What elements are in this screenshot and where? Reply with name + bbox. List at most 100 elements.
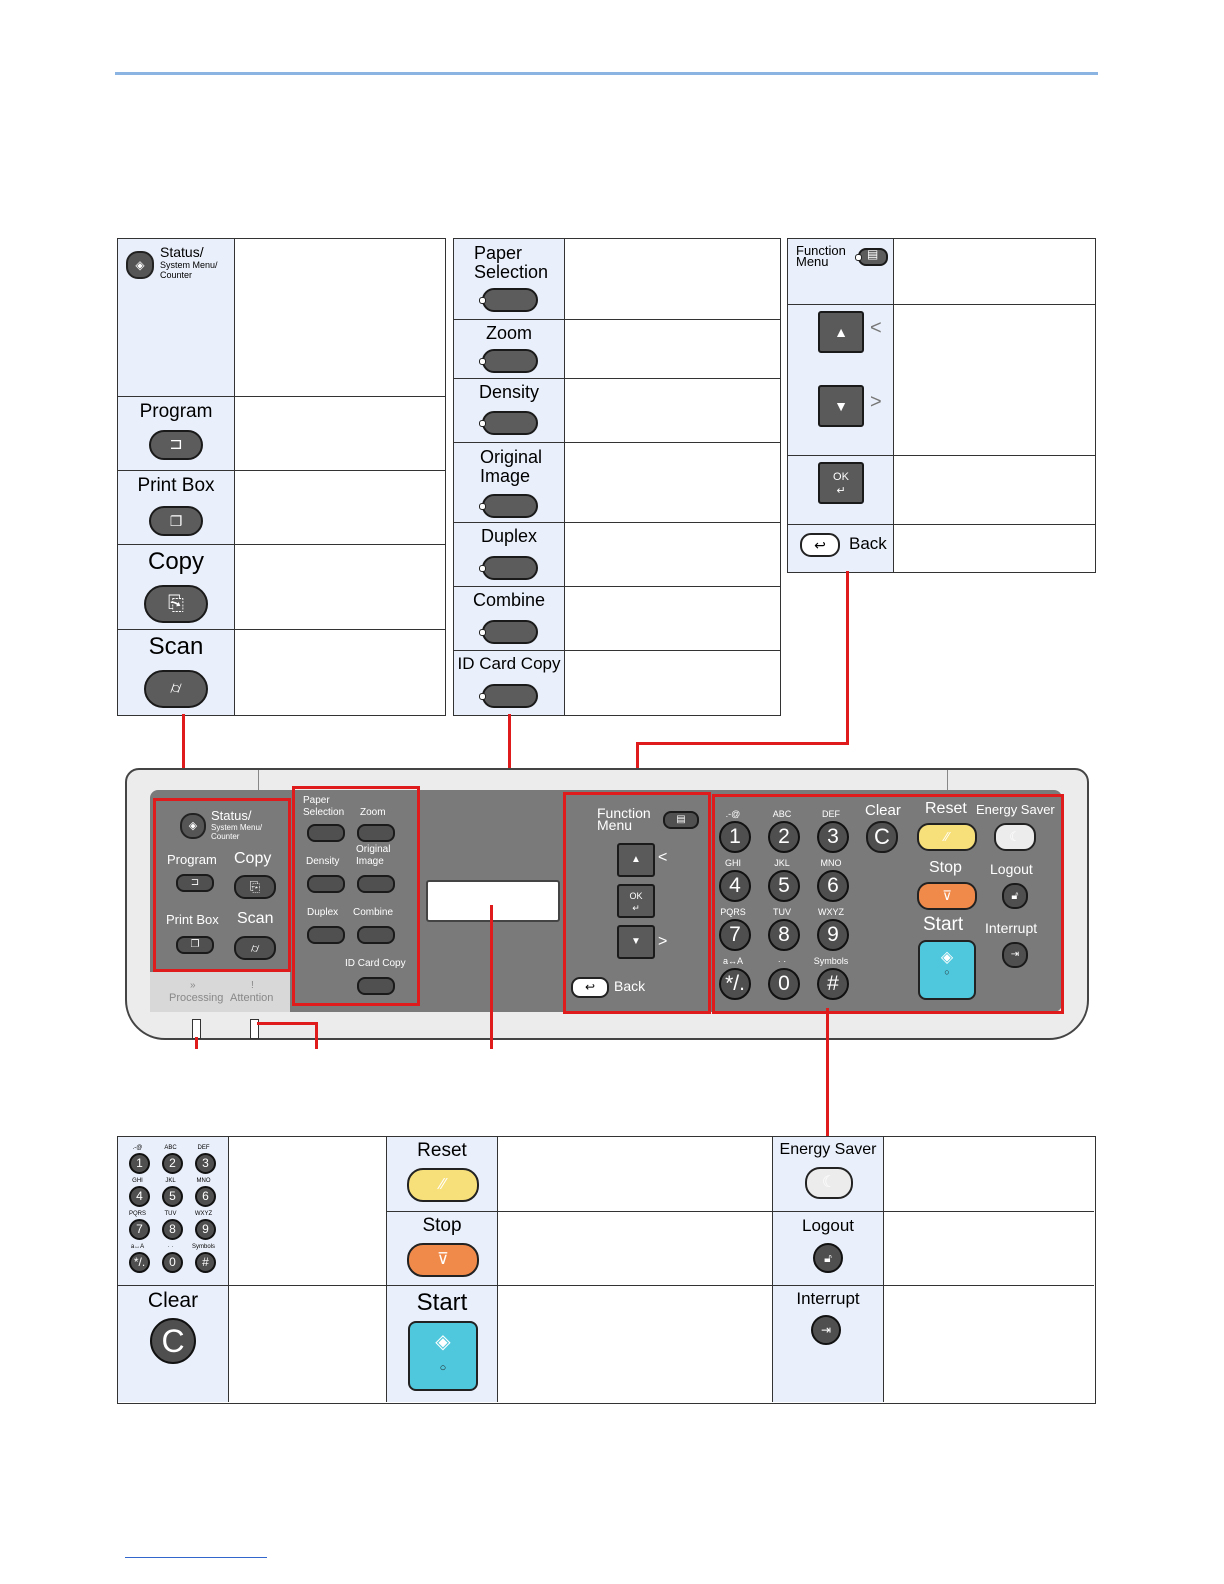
combine-label-cell: Combine: [454, 587, 565, 651]
panel-combine-button[interactable]: [357, 926, 395, 944]
original-image-label-cell: Original Image: [454, 443, 565, 523]
connector-right-h: [636, 742, 849, 745]
panel-zoom-button[interactable]: [357, 824, 395, 842]
middle-callout-table: Paper Selection Zoom Density Original Im…: [453, 238, 781, 716]
panel-logout-button[interactable]: 🔓︎: [1002, 883, 1028, 909]
panel-clear-button[interactable]: C: [866, 821, 898, 853]
panel-start-button[interactable]: ◈○: [918, 940, 976, 1000]
key-6-button: 6: [195, 1186, 216, 1207]
connector-attention-v: [315, 1022, 318, 1049]
processing-led: [192, 1019, 201, 1039]
combine-button: [479, 620, 538, 644]
panel-original-image-button[interactable]: [357, 875, 395, 893]
panel-status-3: Counter: [211, 832, 240, 841]
panel-function-menu-2: Menu: [597, 817, 633, 833]
printbox-button: ❐: [149, 506, 203, 536]
program-button: ⊐: [149, 430, 203, 460]
key-4-button[interactable]: 4: [719, 870, 751, 902]
panel-reset-button[interactable]: ⁄⁄: [917, 823, 977, 851]
key-3-button: 3: [195, 1153, 216, 1174]
back-button: ↩: [800, 533, 840, 557]
panel-top-divider-left: [258, 770, 259, 790]
density-caption: Density: [478, 382, 540, 402]
energy-saver-button: ☾: [805, 1167, 853, 1199]
panel-printbox-button[interactable]: ❐: [176, 936, 214, 954]
panel-back-button[interactable]: ↩: [571, 977, 609, 998]
key-sub-label: DEF: [822, 809, 840, 819]
panel-up-button[interactable]: ▲: [617, 843, 655, 877]
printbox-caption: Print Box: [137, 475, 215, 496]
key-8-button[interactable]: 8: [768, 919, 800, 951]
stop-cell: Stop ⊽: [387, 1212, 498, 1286]
copy-icon: ⎘: [168, 593, 184, 615]
clear-caption: Clear: [147, 1289, 199, 1312]
connector-right-v1: [846, 571, 849, 744]
panel-ok-button[interactable]: OK↵: [617, 884, 655, 918]
processing-icon: »: [190, 980, 196, 991]
panel-program-button[interactable]: ⊐: [176, 874, 214, 892]
key-12-button[interactable]: #: [817, 968, 849, 1000]
panel-duplex-button[interactable]: [307, 926, 345, 944]
scan-caption: Scan: [148, 633, 204, 660]
highlight-nav-group: [563, 792, 711, 1014]
key-5-button[interactable]: 5: [768, 870, 800, 902]
panel-density-button[interactable]: [307, 875, 345, 893]
panel-logout-label: Logout: [990, 861, 1033, 877]
panel-paper-selection-button[interactable]: [307, 824, 345, 842]
panel-copy-label: Copy: [234, 850, 272, 867]
panel-scan-button[interactable]: ⌭: [234, 936, 276, 960]
panel-copy-button[interactable]: ⎘: [234, 875, 276, 899]
key-sub-label: · ·: [777, 956, 787, 966]
up-arrow-sign: <: [870, 317, 882, 339]
key-2-button[interactable]: 2: [768, 821, 800, 853]
key-10-button[interactable]: */.: [719, 968, 751, 1000]
density-label-cell: Density: [454, 379, 565, 443]
attention-icon: !: [251, 980, 254, 991]
key-9-button: 9: [195, 1219, 216, 1240]
key-sub-label: .-@: [132, 1145, 143, 1151]
connector-processing: [195, 1037, 198, 1049]
key-sub-label: MNO: [820, 858, 842, 868]
left-callout-table: ◈ Status/ System Menu/ Counter Program ⊐…: [117, 238, 446, 716]
panel-id-card-copy-button[interactable]: [357, 977, 395, 995]
back-row: ↩ Back: [788, 524, 1095, 572]
clear-button: C: [150, 1318, 196, 1364]
status-label-1: Status/: [160, 244, 204, 260]
duplex-label-cell: Duplex: [454, 523, 565, 587]
highlight-left-group: [153, 798, 291, 972]
key-9-button[interactable]: 9: [817, 919, 849, 951]
scan-label-cell: Scan ⌭: [118, 630, 235, 715]
copy-caption: Copy: [147, 548, 205, 575]
panel-down-button[interactable]: ▼: [617, 925, 655, 959]
energy-saver-desc-cell: [884, 1137, 1094, 1212]
id-card-copy-caption: ID Card Copy: [457, 654, 561, 673]
highlight-middle-group: [292, 786, 420, 1006]
key-7-button[interactable]: 7: [719, 919, 751, 951]
arrow-row: ▲ < ▼ >: [788, 304, 1095, 456]
panel-ok-label: OK: [629, 891, 643, 901]
ok-label: OK: [833, 471, 849, 483]
key-8-button: 8: [162, 1219, 183, 1240]
reset-cell: Reset ⁄⁄: [387, 1137, 498, 1212]
key-sub-label: WXYZ: [194, 1211, 213, 1217]
density-button: [479, 411, 538, 435]
up-arrow-button: ▲: [818, 311, 864, 353]
logout-cell: Logout 🔓︎: [773, 1212, 884, 1286]
panel-energy-saver-button[interactable]: ☾: [994, 823, 1036, 851]
panel-face: [150, 790, 1062, 1012]
program-label-cell: Program ⊐: [118, 397, 235, 471]
key-6-button[interactable]: 6: [817, 870, 849, 902]
panel-function-menu-button[interactable]: ▤: [663, 811, 699, 829]
scan-button: ⌭: [144, 670, 208, 708]
panel-stop-button[interactable]: ⊽: [917, 882, 977, 910]
key-11-button[interactable]: 0: [768, 968, 800, 1000]
key-12-button: #: [195, 1252, 216, 1273]
header-rule: [115, 72, 1098, 75]
back-icon: ↩: [814, 537, 826, 553]
panel-interrupt-button[interactable]: ⇥: [1002, 942, 1028, 968]
duplex-row: Duplex: [454, 522, 780, 587]
footer-link-rule: [125, 1557, 267, 1558]
key-sub-label: GHI: [132, 1178, 143, 1184]
key-1-button[interactable]: 1: [719, 821, 751, 853]
key-3-button[interactable]: 3: [817, 821, 849, 853]
